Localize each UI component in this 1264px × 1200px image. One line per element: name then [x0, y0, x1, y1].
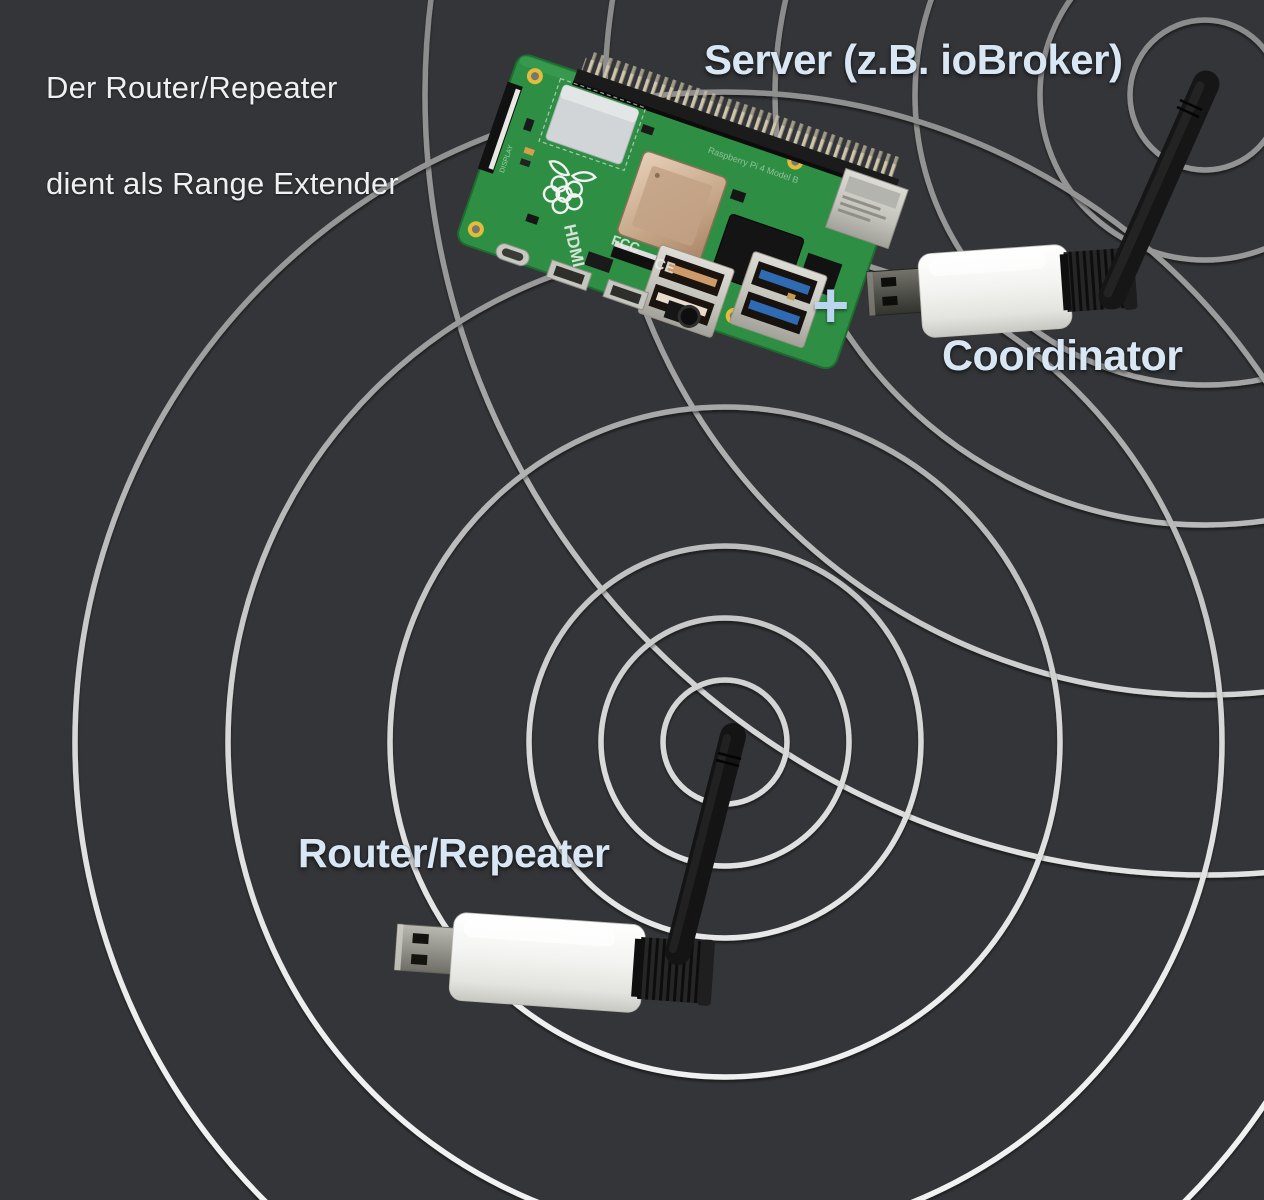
display-connector	[477, 81, 523, 174]
router-usb-stick	[393, 723, 746, 1013]
wifi-shield	[538, 77, 647, 172]
usb-plug	[393, 923, 460, 975]
usb3-ports	[729, 251, 828, 348]
note-text: Der Router/Repeater dient als Range Exte…	[46, 64, 399, 208]
coordinator-label: Coordinator	[942, 332, 1183, 380]
raspberry-pi-board: HDMI FCC CE DISPLAY Raspberry Pi 4 Model…	[457, 52, 909, 370]
router-label: Router/Repeater	[298, 830, 610, 876]
usb-plug	[865, 267, 928, 317]
antenna	[665, 723, 746, 965]
micro-hdmi-port-1	[602, 278, 650, 311]
plus-sign: +	[812, 269, 850, 341]
ethernet-port	[825, 167, 909, 250]
antenna	[1098, 70, 1220, 310]
usb-c-power-port	[495, 243, 530, 267]
note-line1: Der Router/Repeater	[46, 70, 338, 105]
note-line2: dient als Range Extender	[46, 166, 399, 201]
audio-jack	[663, 300, 701, 328]
cpu-chip	[617, 150, 728, 261]
coordinator-usb-stick	[865, 70, 1220, 338]
silkscreen-ce: CE	[652, 255, 677, 278]
micro-hdmi-port-0	[545, 259, 593, 292]
component-cluster	[519, 117, 796, 301]
gpio-pins	[572, 52, 903, 196]
raspberry-logo	[542, 160, 598, 215]
server-label: Server (z.B. ioBroker)	[704, 36, 1123, 83]
